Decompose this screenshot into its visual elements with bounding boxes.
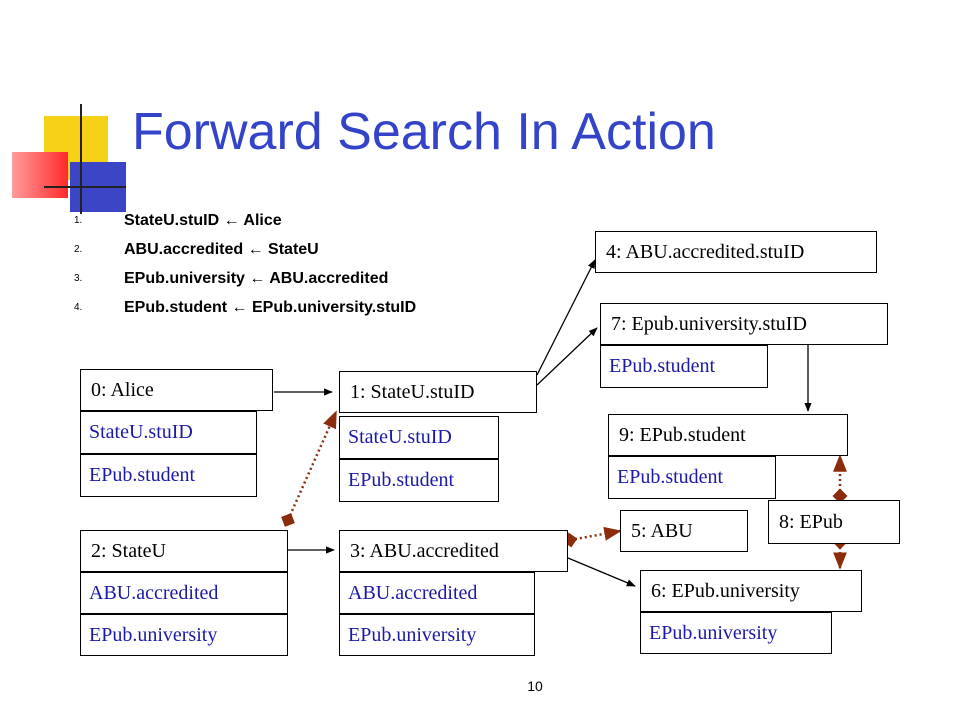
slide-title: Forward Search In Action [132, 103, 716, 161]
node-3-row: EPub.university [339, 614, 535, 656]
rule-item: 1.StateU.stuID ← Alice [74, 211, 282, 229]
node-3-row: ABU.accredited [339, 572, 535, 614]
rule-item: 4.EPub.student ← EPub.university.stuID [74, 298, 417, 316]
node-6-row: EPub.university [640, 612, 832, 654]
dotted-link-2-1 [281, 410, 338, 527]
node-7-row: EPub.student [600, 345, 768, 388]
corner-red-square [12, 152, 68, 198]
node-5-label: 5: ABU [620, 510, 748, 552]
node-3-label: 3: ABU.accredited [339, 530, 568, 572]
node-7-label: 7: Epub.university.stuID [600, 303, 888, 345]
node-0-row: StateU.stuID [80, 411, 257, 454]
node-1-row: StateU.stuID [339, 416, 499, 459]
rule-list: 1.StateU.stuID ← Alice 2.ABU.accredited … [74, 206, 416, 322]
dotted-link-3-5 [562, 526, 622, 548]
node-2-row: EPub.university [80, 614, 288, 656]
node-9-row: EPub.student [608, 456, 776, 499]
edge-1-7 [536, 327, 598, 386]
corner-horizontal-line [44, 186, 126, 188]
node-0-row: EPub.student [80, 454, 257, 497]
rule-text: EPub.student ← EPub.university.stuID [124, 298, 417, 316]
node-4-label: 4: ABU.accredited.stuID [595, 231, 877, 273]
node-0-label: 0: Alice [80, 369, 273, 411]
rule-item: 3.EPub.university ← ABU.accredited [74, 269, 389, 287]
node-2-label: 2: StateU [80, 530, 288, 572]
node-9-label: 9: EPub.student [608, 414, 848, 456]
edge-3-6 [567, 557, 636, 587]
rule-text: StateU.stuID ← Alice [124, 211, 282, 229]
edge-1-4 [536, 259, 596, 376]
node-1-row: EPub.student [339, 459, 499, 502]
node-8-label: 8: EPub [768, 500, 900, 544]
node-6-label: 6: EPub.university [640, 570, 862, 612]
slide-number: 10 [527, 678, 543, 694]
rule-item: 2.ABU.accredited ← StateU [74, 240, 319, 258]
rule-text: EPub.university ← ABU.accredited [124, 269, 389, 287]
rule-text: ABU.accredited ← StateU [124, 240, 319, 258]
corner-vertical-line [80, 104, 82, 214]
node-1-label: 1: StateU.stuID [339, 371, 537, 413]
node-2-row: ABU.accredited [80, 572, 288, 614]
